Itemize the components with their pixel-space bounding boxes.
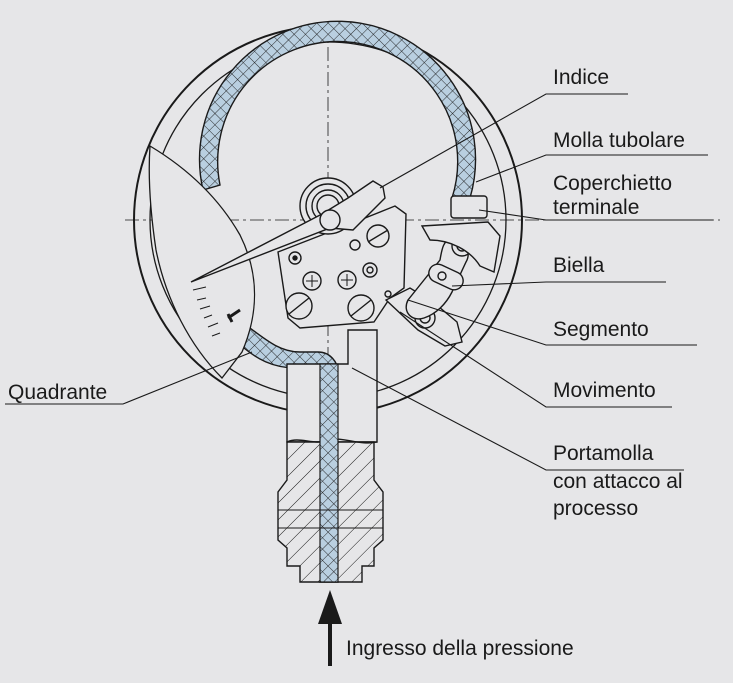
label-molla-tubolare: Molla tubolare — [553, 129, 685, 152]
tip-seal — [450, 195, 488, 219]
pointer-indice — [190, 177, 386, 283]
label-indice: Indice — [553, 66, 610, 89]
label-ingresso-pressione: Ingresso della pressione — [346, 637, 574, 660]
label-quadrante: Quadrante — [8, 381, 108, 404]
socket-portamolla — [277, 329, 384, 583]
label-movimento: Movimento — [553, 379, 656, 402]
movement — [277, 205, 407, 329]
dial-quadrante — [148, 144, 256, 379]
label-coperchietto-line2: terminale — [553, 196, 640, 219]
bourdon-tube — [198, 20, 477, 199]
label-portamolla-line2: con attacco al — [553, 470, 683, 493]
label-portamolla-line1: Portamolla — [553, 442, 654, 465]
leader-lines — [5, 93, 713, 471]
pressure-arrow — [318, 590, 342, 666]
label-portamolla-line3: processo — [553, 497, 639, 520]
label-coperchietto-line1: Coperchietto — [553, 172, 673, 195]
label-segmento: Segmento — [553, 318, 649, 341]
connecting-rod-biella — [405, 221, 501, 320]
label-biella: Biella — [553, 254, 605, 277]
